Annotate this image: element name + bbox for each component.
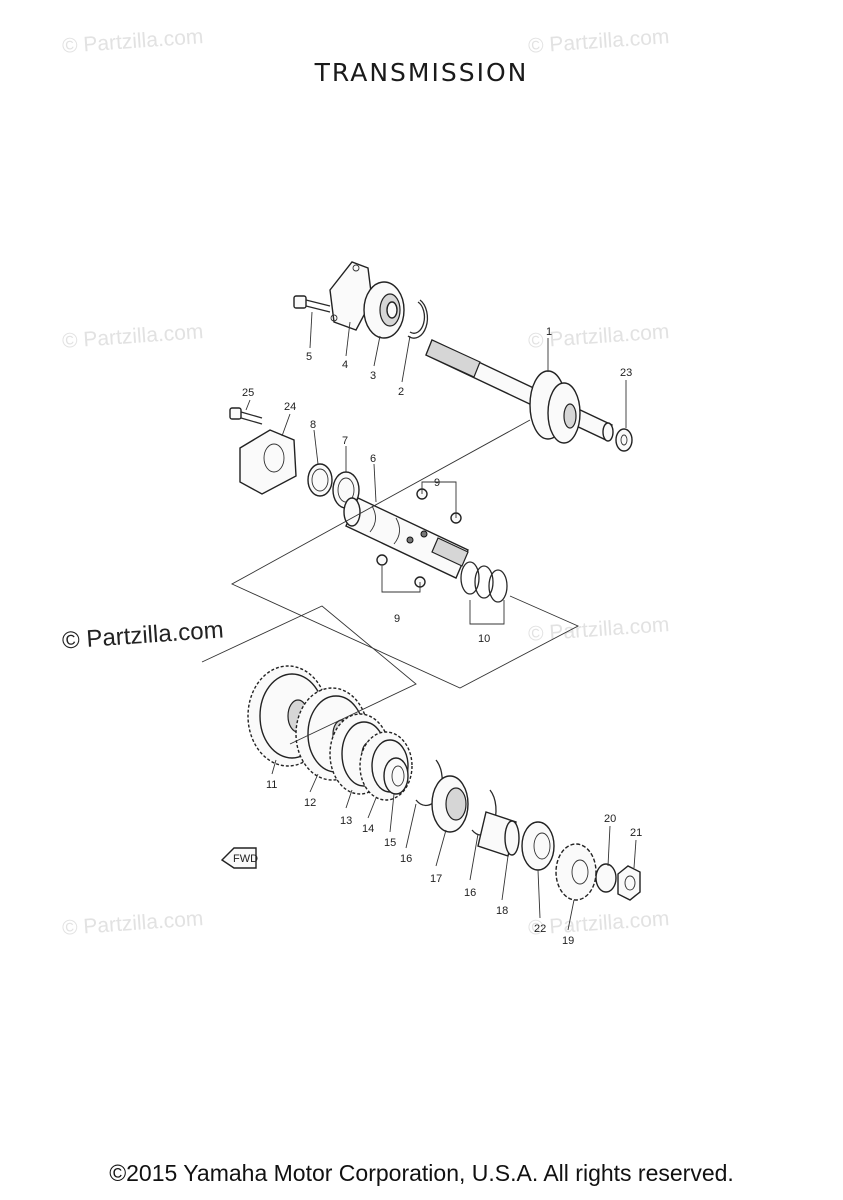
callout-7: 7	[342, 435, 348, 447]
part-17-bearing[interactable]	[431, 775, 469, 833]
copyright-footer: ©2015 Yamaha Motor Corporation, U.S.A. A…	[109, 1160, 734, 1186]
callout-11: 11	[266, 779, 277, 791]
fwd-label: FWD	[233, 853, 258, 865]
callout-14: 14	[362, 823, 374, 835]
callout-9-upper: 9	[434, 477, 440, 489]
callout-2: 2	[398, 386, 404, 398]
callout-25: 25	[242, 387, 254, 399]
callout-17: 17	[430, 873, 442, 885]
callout-18: 18	[496, 905, 508, 917]
part-22-oil-seal[interactable]	[521, 821, 555, 871]
part-6-shift-drum[interactable]	[343, 497, 469, 579]
callout-4: 4	[342, 359, 348, 371]
callout-23: 23	[620, 367, 632, 379]
callout-5: 5	[306, 351, 312, 363]
leader-lines	[245, 311, 637, 931]
part-19-drive-sprocket[interactable]	[555, 843, 597, 901]
fwd-arrow-icon: FWD	[220, 847, 258, 869]
callout-21: 21	[630, 827, 642, 839]
part-21-nut[interactable]	[617, 865, 641, 901]
callout-13: 13	[340, 815, 352, 827]
callout-1: 1	[546, 326, 552, 338]
callout-6: 6	[370, 453, 376, 465]
callout-labels: 1 2 3 4 5 6 7 8 9 9 10 11 12 13 14 15 16…	[242, 326, 642, 947]
part-15-washer[interactable]	[383, 757, 409, 795]
callout-12: 12	[304, 797, 316, 809]
part-20-lock-washer[interactable]	[595, 863, 617, 893]
callout-8: 8	[310, 419, 316, 431]
callout-15: 15	[384, 837, 396, 849]
diagram-title: TRANSMISSION	[314, 58, 529, 87]
callout-20: 20	[604, 813, 616, 825]
part-1-main-axle[interactable]	[425, 339, 614, 444]
part-24-drum-stopper[interactable]	[239, 429, 297, 495]
part-23-washer[interactable]	[615, 428, 633, 452]
callout-22: 22	[534, 923, 546, 935]
part-2-circlip[interactable]	[407, 299, 429, 339]
callout-19: 19	[562, 935, 574, 947]
part-8-ring[interactable]	[307, 463, 333, 497]
part-10-springs[interactable]	[460, 561, 508, 603]
callout-3: 3	[370, 370, 376, 382]
part-3-bearing[interactable]	[363, 281, 405, 339]
assembly-outline	[201, 419, 580, 745]
part-25-bolt[interactable]	[229, 407, 263, 425]
part-18-collar[interactable]	[477, 811, 520, 857]
part-5-bolt[interactable]	[293, 295, 331, 313]
callout-9-lower: 9	[394, 613, 400, 625]
callout-10: 10	[478, 633, 490, 645]
callout-24: 24	[284, 401, 296, 413]
callout-16-b: 16	[464, 887, 476, 899]
callout-16-a: 16	[400, 853, 412, 865]
